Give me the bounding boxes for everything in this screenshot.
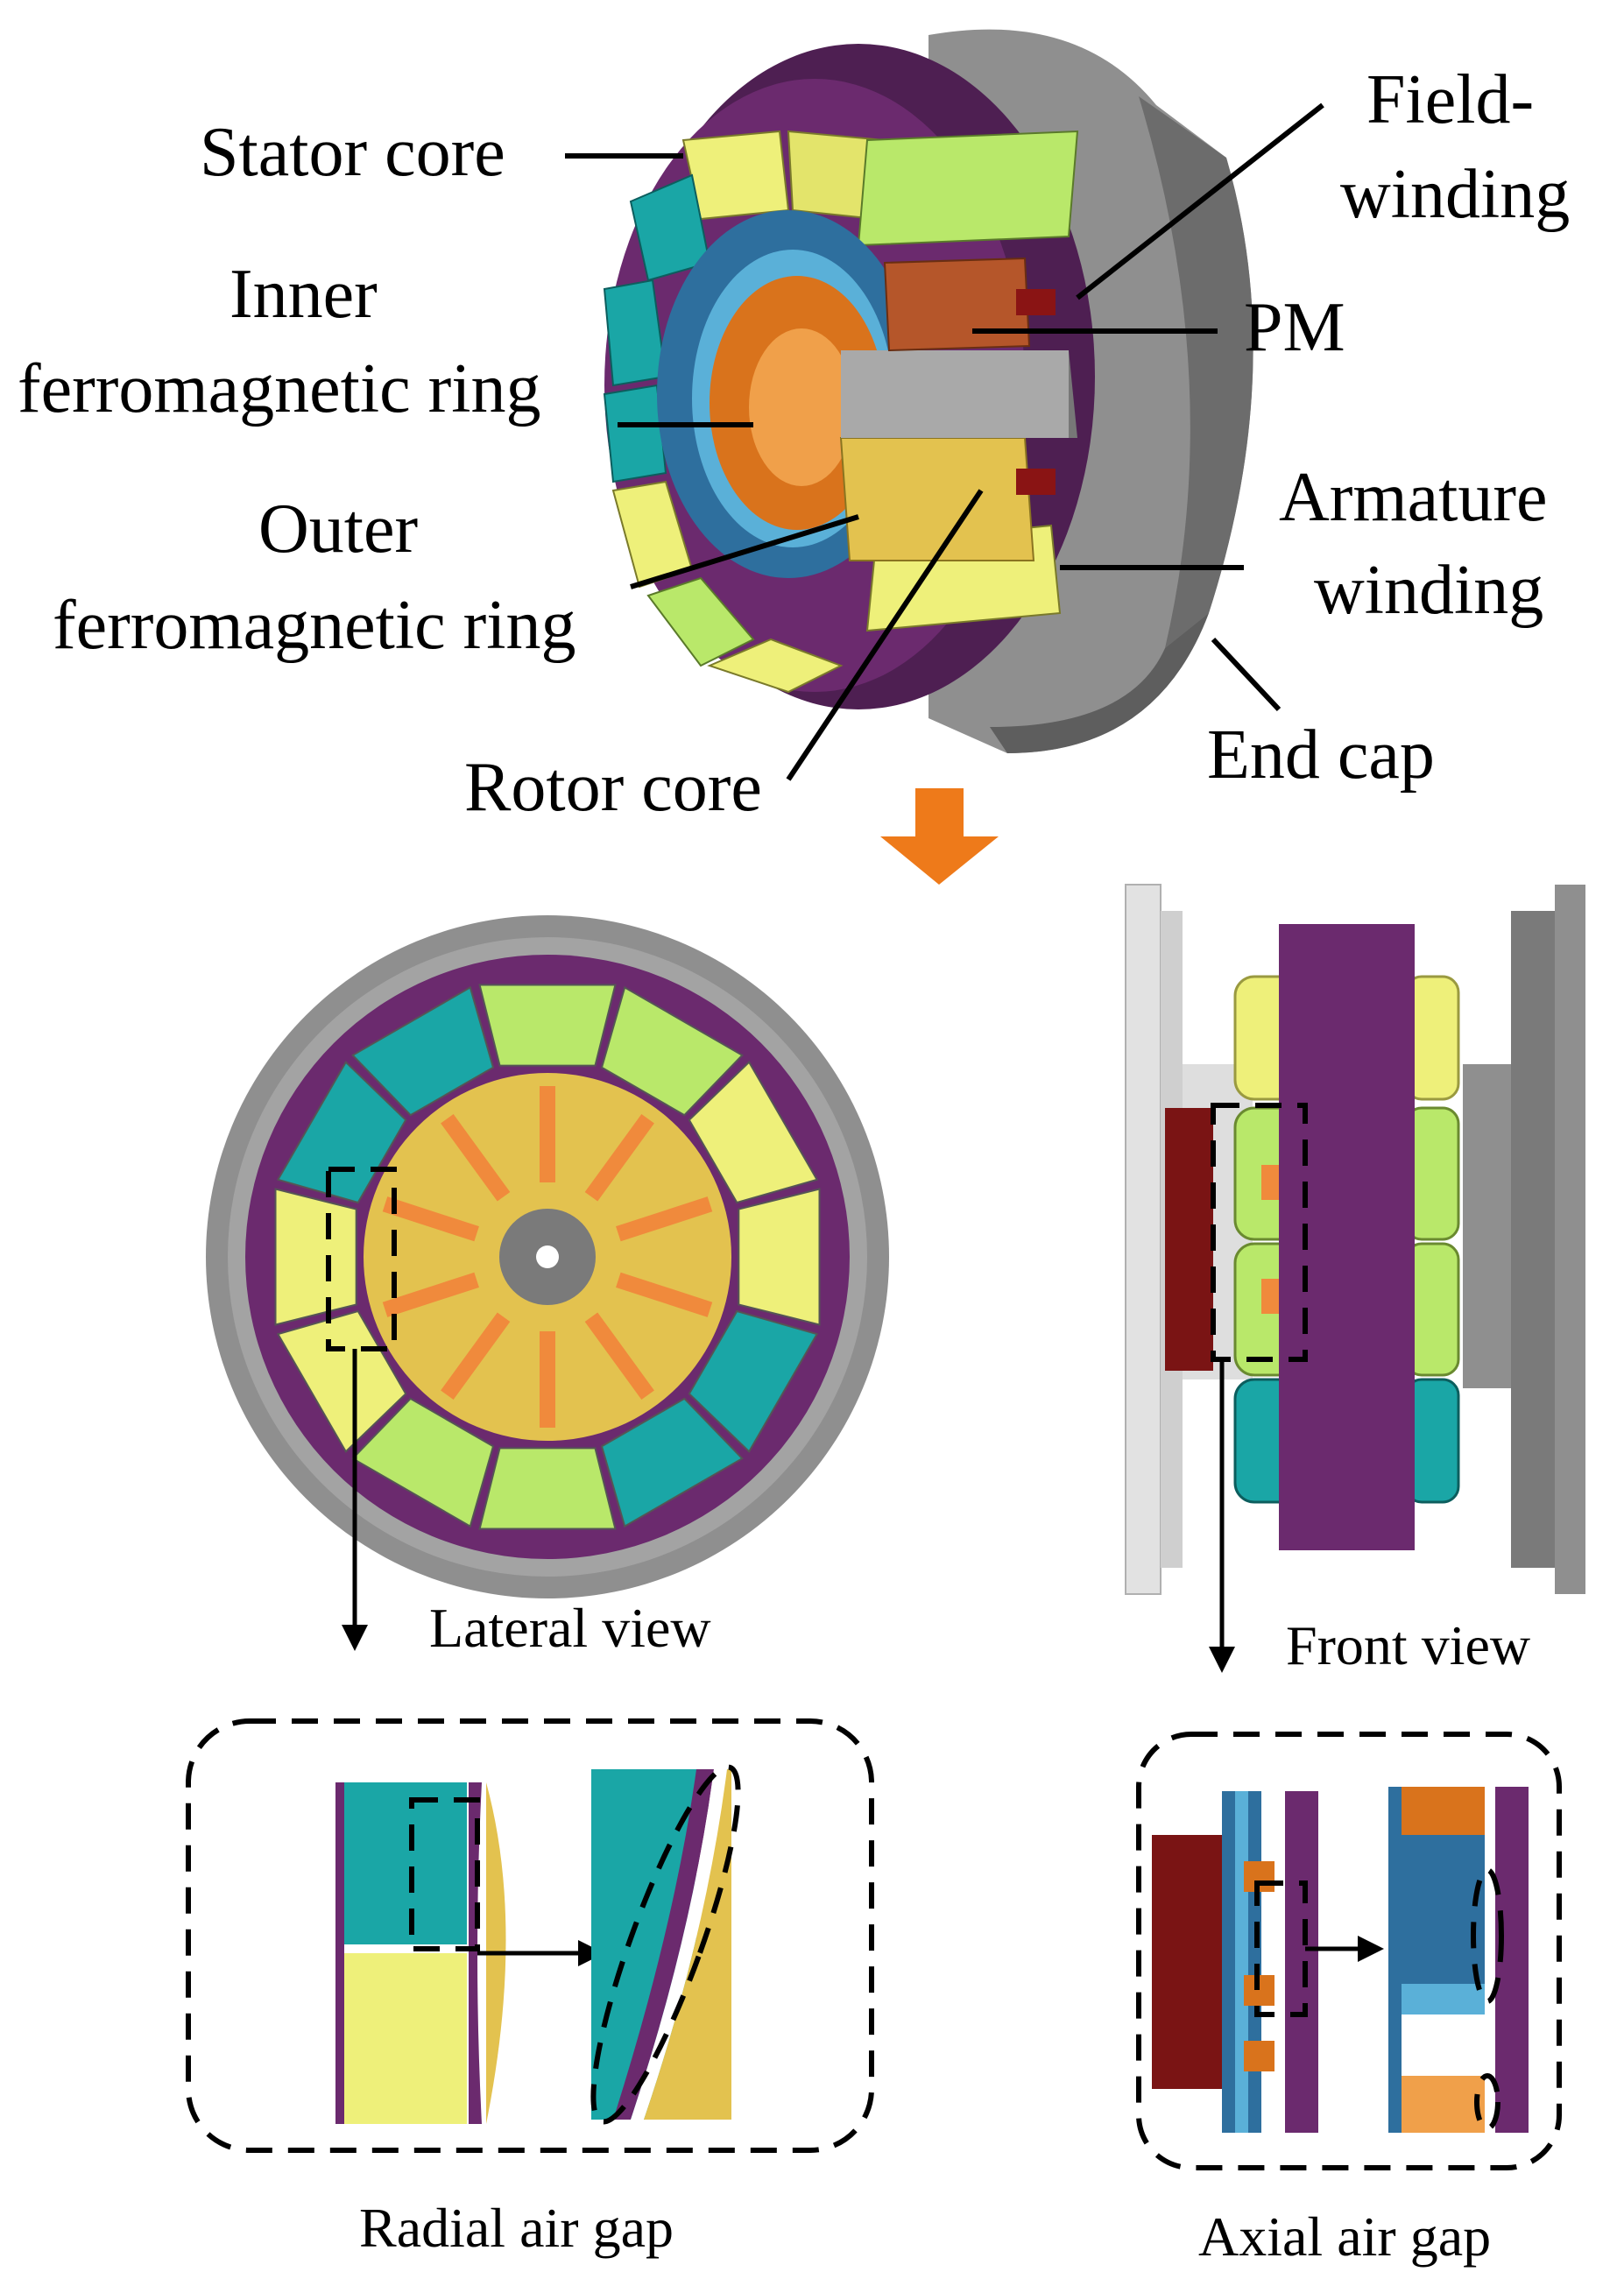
- lateral-pm-spoke: [382, 1196, 479, 1242]
- label-armature-2: winding: [1314, 552, 1543, 629]
- axial-field-winding: [1152, 1835, 1222, 2089]
- label-armature-1: Armature: [1279, 459, 1548, 536]
- axial-zoom-box: [1254, 1880, 1308, 2017]
- axial-gap-highlight-2: [1474, 2073, 1500, 2131]
- front-arrow-head: [1209, 1647, 1235, 1673]
- lateral-pm-spoke: [382, 1272, 479, 1317]
- label-outer-ring-1: Outer: [258, 490, 418, 568]
- label-inner-ring-1: Inner: [229, 256, 378, 333]
- label-field-winding-2: winding: [1340, 156, 1570, 233]
- radial-teal-coil: [335, 1782, 467, 1944]
- label-stator-core: Stator core: [200, 114, 505, 191]
- front-field-winding: [1165, 1108, 1213, 1371]
- lateral-view: Lateral view: [206, 915, 889, 1659]
- radial-yellow-coil: [335, 1953, 467, 2124]
- label-field-winding-1: Field-: [1366, 61, 1534, 138]
- front-view: Front view: [1125, 884, 1585, 1676]
- lateral-pm-spoke: [616, 1196, 713, 1242]
- radial-gap-highlight: [590, 1764, 741, 2125]
- lateral-pm-spoke: [441, 1312, 511, 1401]
- lateral-arrow-head: [342, 1625, 368, 1651]
- lateral-coil: [688, 1309, 819, 1453]
- axial-stator-core: [1285, 1791, 1318, 2133]
- lateral-coil: [600, 985, 744, 1117]
- leader-end-cap: [1211, 637, 1282, 712]
- lateral-pm-spokes: [382, 1086, 713, 1428]
- rotor-core: [839, 350, 1077, 561]
- leader-rotor-core: [786, 489, 984, 781]
- lateral-coil: [600, 1397, 744, 1528]
- label-radial-air-gap: Radial air gap: [359, 2197, 674, 2259]
- leader-field-winding: [1076, 102, 1324, 300]
- lateral-pm-spoke: [584, 1312, 654, 1401]
- label-lateral-view: Lateral view: [429, 1597, 711, 1659]
- lateral-pm-spoke: [540, 1331, 555, 1428]
- inner-ferromagnetic-ring: [710, 276, 885, 530]
- front-stator-core: [1279, 924, 1415, 1550]
- lateral-pm-spoke: [441, 1113, 511, 1202]
- label-end-cap: End cap: [1207, 716, 1435, 794]
- label-pm: PM: [1244, 289, 1345, 366]
- radial-zoom-box: [409, 1797, 480, 1951]
- leader-outer-ring: [630, 514, 859, 589]
- radial-zoom-rotor: [644, 1769, 731, 2120]
- lateral-coil: [274, 1188, 357, 1326]
- lateral-pm-spoke: [616, 1272, 713, 1317]
- label-front-view: Front view: [1286, 1614, 1530, 1676]
- radial-air-gap-detail: Radial air gap: [186, 1718, 874, 2259]
- lateral-pm-spoke: [540, 1086, 555, 1182]
- lateral-pm-spoke: [584, 1113, 654, 1202]
- lateral-coil: [478, 984, 617, 1067]
- lateral-coil: [688, 1061, 819, 1204]
- front-left-plate: [1125, 884, 1162, 1595]
- front-end-cap: [1511, 911, 1555, 1568]
- lateral-coil: [478, 1447, 617, 1530]
- lateral-detail-box: [326, 1167, 397, 1351]
- permanent-magnet: [883, 257, 1031, 352]
- leader-lines: [565, 102, 1324, 781]
- axial-air-gap-detail: Axial air gap: [1136, 1732, 1562, 2268]
- label-axial-air-gap: Axial air gap: [1198, 2205, 1491, 2268]
- axial-detail-frame: [1136, 1732, 1562, 2170]
- lateral-coil: [351, 985, 495, 1117]
- label-outer-ring-2: ferromagnetic ring: [53, 587, 576, 664]
- radial-detail-frame: [186, 1718, 874, 2153]
- axial-zoom-arrow-head: [1358, 1936, 1384, 1962]
- axial-gap-highlight-1: [1471, 1867, 1504, 2004]
- field-winding: [1016, 289, 1056, 495]
- label-rotor-core: Rotor core: [464, 749, 762, 826]
- transition-arrow: [880, 788, 999, 885]
- lateral-coil: [738, 1188, 821, 1326]
- top-labels: Stator core Field- winding Inner ferroma…: [18, 61, 1570, 826]
- lateral-shaft-hole: [536, 1245, 559, 1268]
- lateral-coils: [274, 984, 821, 1530]
- label-inner-ring-2: ferromagnetic ring: [18, 350, 541, 427]
- front-detail-box: [1211, 1103, 1308, 1362]
- exploded-3d-view: [603, 29, 1253, 754]
